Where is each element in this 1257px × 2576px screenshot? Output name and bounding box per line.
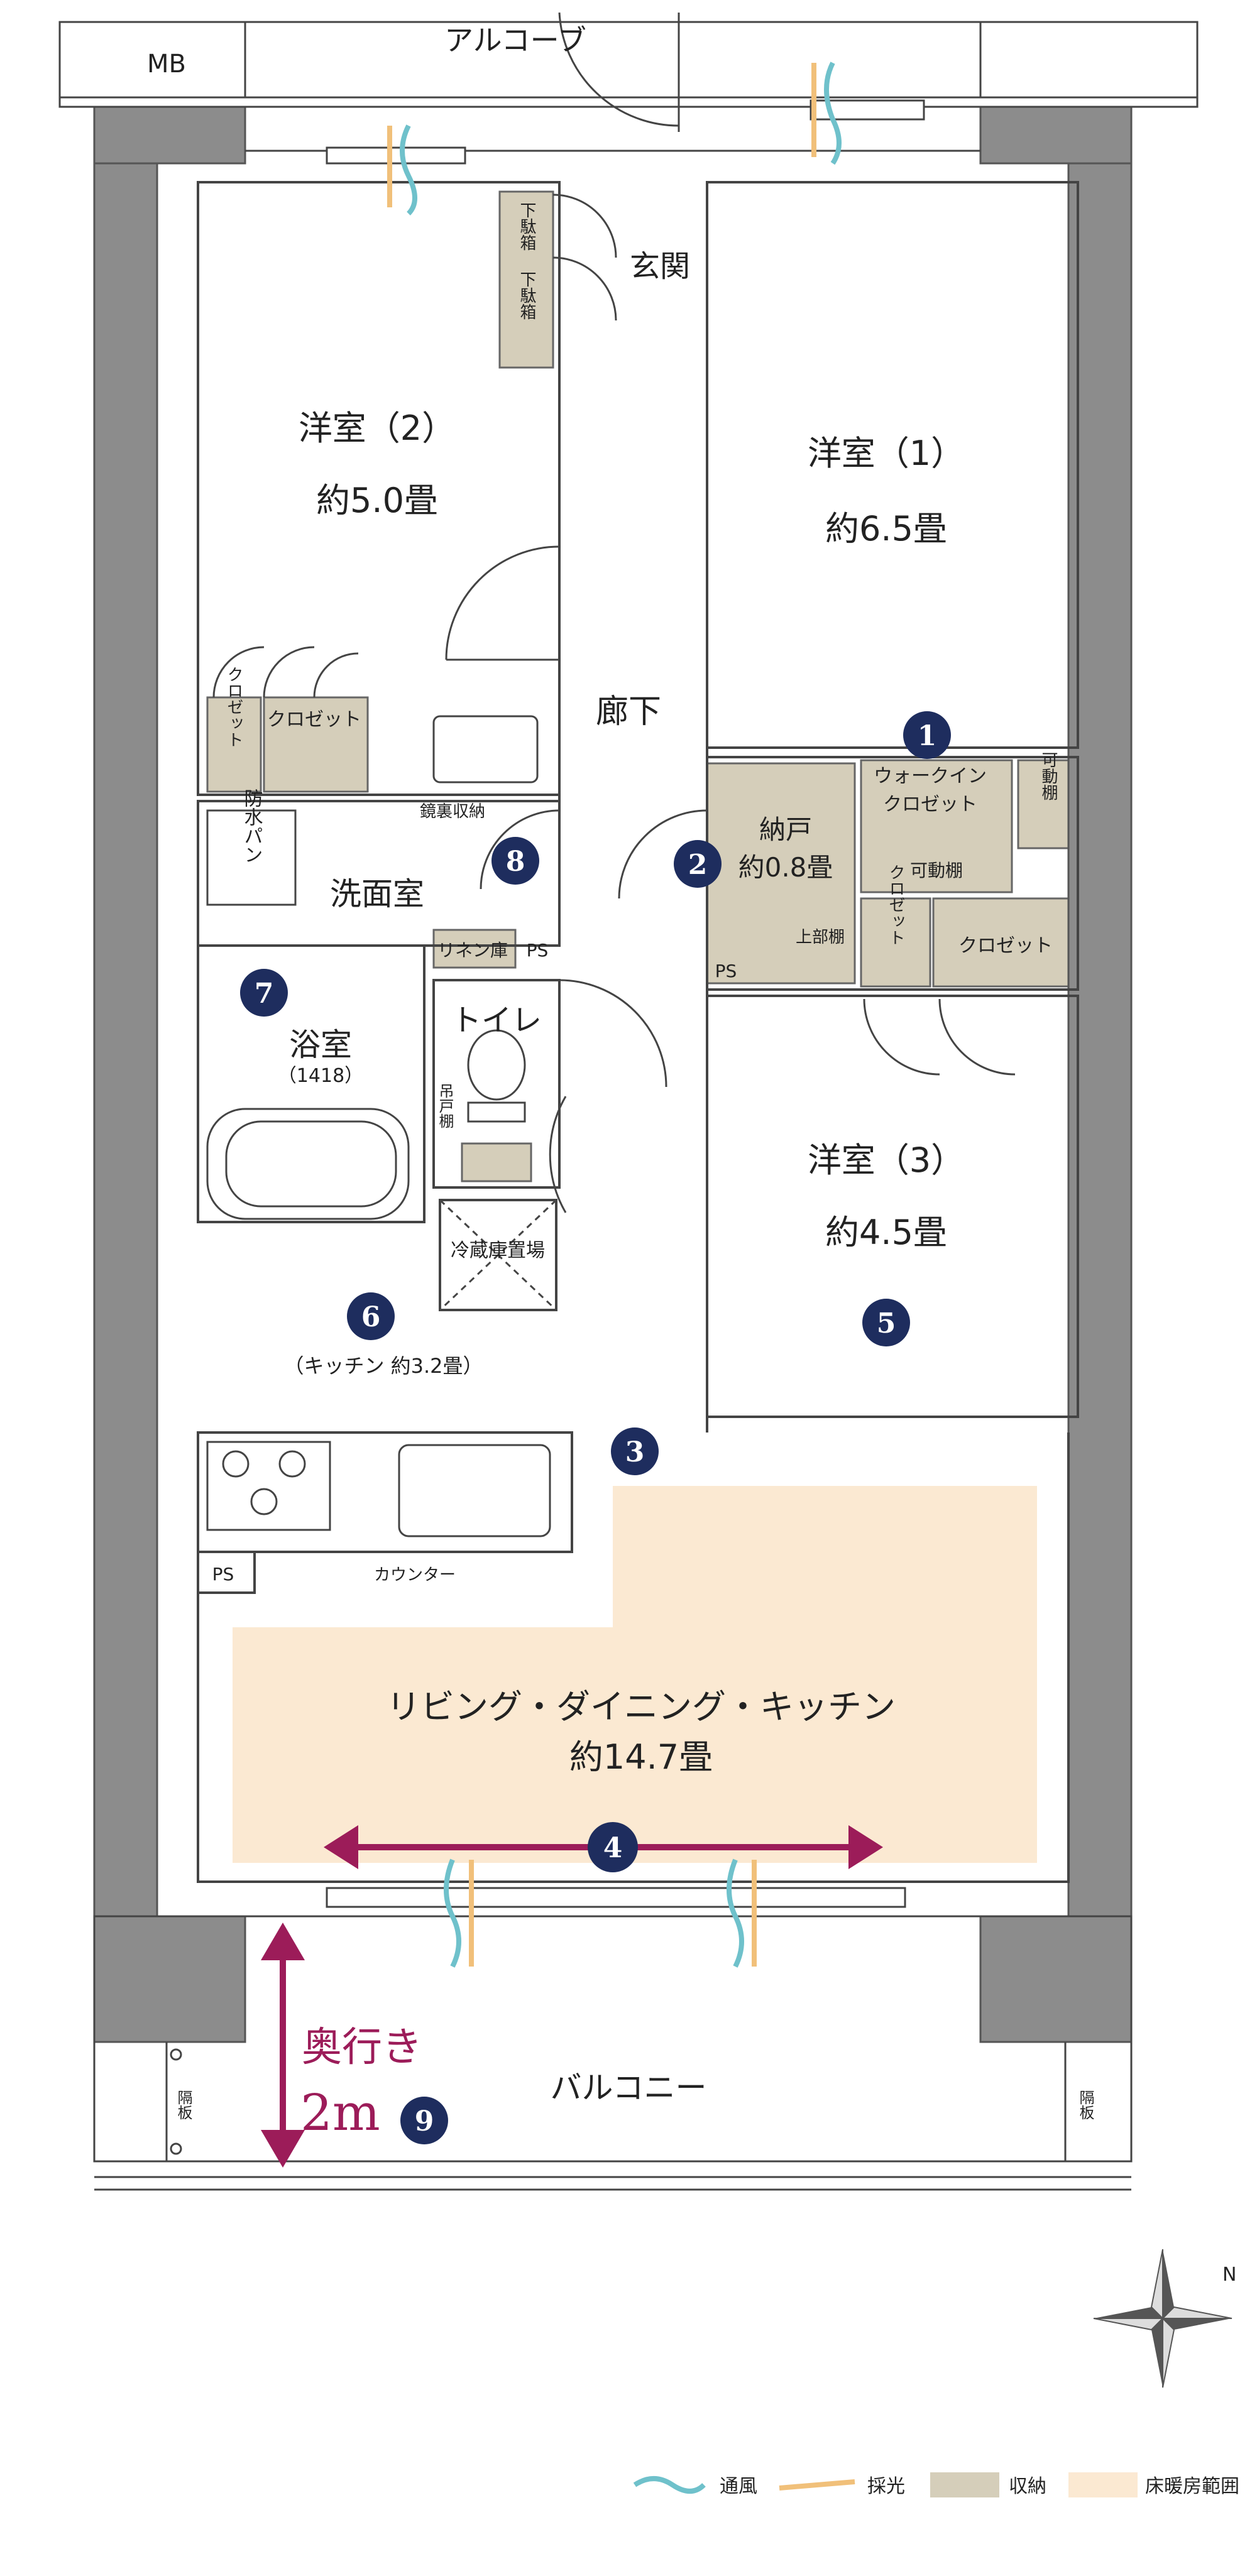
svg-text:3: 3 xyxy=(625,1436,645,1468)
storeroom-name: 納戸 xyxy=(759,814,812,845)
closet-h-label: クロゼット xyxy=(267,709,361,731)
counter-label: カウンター xyxy=(374,1566,456,1585)
north-compass-icon: N xyxy=(1093,2249,1236,2388)
partition-right-label: 隔板 xyxy=(1077,2090,1094,2120)
legend-wind-label: 通風 xyxy=(720,2475,757,2497)
legend-light-swatch xyxy=(779,2479,855,2491)
legend-heating-swatch xyxy=(1068,2472,1138,2497)
svg-text:1: 1 xyxy=(918,720,937,752)
balcony xyxy=(93,1915,1133,2191)
svg-text:9: 9 xyxy=(415,2105,434,2137)
entrance-label: 玄関 xyxy=(630,249,690,284)
storeroom-size: 約0.8畳 xyxy=(738,852,833,883)
legend-light-label: 採光 xyxy=(867,2475,905,2497)
marker-1: 1 xyxy=(903,711,951,759)
markers: 1 2 3 4 5 6 7 8 xyxy=(240,711,951,2144)
room3-name: 洋室（3） xyxy=(808,1140,965,1180)
wind-light-symbols xyxy=(387,62,842,1968)
waterproof-pan-label: 防水パン xyxy=(241,789,263,864)
ps-label-3: PS xyxy=(715,961,737,981)
marker-9: 9 xyxy=(400,2097,448,2144)
mb-label: MB xyxy=(147,50,186,79)
marker-5: 5 xyxy=(862,1299,910,1346)
interior-walls xyxy=(197,181,1079,1883)
fridge-label: 冷蔵庫置場 xyxy=(451,1240,545,1262)
kitchen-size-label: （キッチン 約3.2畳） xyxy=(283,1354,483,1378)
shoebox2-label: 下駄箱 xyxy=(517,271,536,320)
svg-text:4: 4 xyxy=(603,1832,623,1864)
legend-storage-swatch xyxy=(930,2472,999,2497)
room3-size: 約4.5畳 xyxy=(825,1213,947,1252)
marker-2: 2 xyxy=(674,840,722,888)
ps-label-2: PS xyxy=(212,1564,234,1585)
closet3-h-label: クロゼット xyxy=(958,935,1053,957)
marker-7: 7 xyxy=(240,969,288,1017)
room1-size: 約6.5畳 xyxy=(825,509,947,548)
ps-label-1: PS xyxy=(527,940,549,961)
bath-size: （1418） xyxy=(278,1065,363,1087)
wic-label-2: クロゼット xyxy=(883,794,977,816)
windows xyxy=(326,99,925,1908)
toilet-label: トイレ xyxy=(451,1003,542,1038)
marker-8: 8 xyxy=(491,837,539,885)
svg-text:5: 5 xyxy=(877,1307,896,1340)
depth-value: 2m xyxy=(300,2083,380,2142)
svg-text:N: N xyxy=(1222,2264,1236,2286)
svg-text:6: 6 xyxy=(361,1301,381,1333)
doors xyxy=(212,12,1016,1213)
washroom-label: 洗面室 xyxy=(330,876,424,912)
ldk-name: リビング・ダイニング・キッチン xyxy=(387,1687,896,1727)
movable-shelf-v-label: 可動棚 xyxy=(1039,751,1058,800)
legend: 通風 採光 収納 床暖房範囲 xyxy=(633,2472,1239,2497)
hallway-label: 廊下 xyxy=(596,693,661,731)
upper-shelf-label: 上部棚 xyxy=(796,928,845,947)
legend-storage-label: 収納 xyxy=(1009,2475,1046,2497)
room2-size: 約5.0畳 xyxy=(316,481,438,520)
movable-shelf-h-label: 可動棚 xyxy=(910,860,963,881)
balcony-label: バルコニー xyxy=(551,2070,707,2106)
wic-label-1: ウォークイン xyxy=(874,765,987,787)
svg-text:8: 8 xyxy=(506,846,525,878)
heating-area xyxy=(233,1486,1037,1863)
legend-wind-swatch xyxy=(633,2476,706,2494)
svg-text:2: 2 xyxy=(688,849,708,881)
closet-v-label: クロゼット xyxy=(224,666,243,748)
depth-label: 奥行き xyxy=(302,2024,422,2071)
marker-4: 4 xyxy=(588,1822,638,1872)
depth-arrow xyxy=(261,1923,305,2168)
bath-name: 浴室 xyxy=(289,1027,352,1063)
legend-heating-label: 床暖房範囲 xyxy=(1145,2475,1239,2497)
mirror-storage-label: 鏡裏収納 xyxy=(420,802,485,821)
labels: MB アルコーブ 玄関 下駄箱 下駄箱 洋室（2） 約5.0畳 洋室（1） 約6… xyxy=(147,23,1094,2142)
ldk-size: 約14.7畳 xyxy=(569,1737,713,1777)
marker-3: 3 xyxy=(611,1427,659,1475)
hanging-shelf-label: 吊戸棚 xyxy=(436,1083,454,1128)
linen-label: リネン庫 xyxy=(437,940,508,961)
marker-6: 6 xyxy=(347,1292,395,1340)
shoebox1-label: 下駄箱 xyxy=(517,202,536,251)
alcove-label: アルコーブ xyxy=(444,23,586,57)
storage-fills xyxy=(206,190,1079,1182)
partition-left-label: 隔板 xyxy=(175,2090,192,2120)
room1-name: 洋室（1） xyxy=(808,434,965,473)
closet3-v-label: クロゼット xyxy=(886,864,905,946)
fixtures xyxy=(206,715,557,1537)
svg-text:7: 7 xyxy=(255,978,274,1010)
room2-name: 洋室（2） xyxy=(299,408,456,448)
